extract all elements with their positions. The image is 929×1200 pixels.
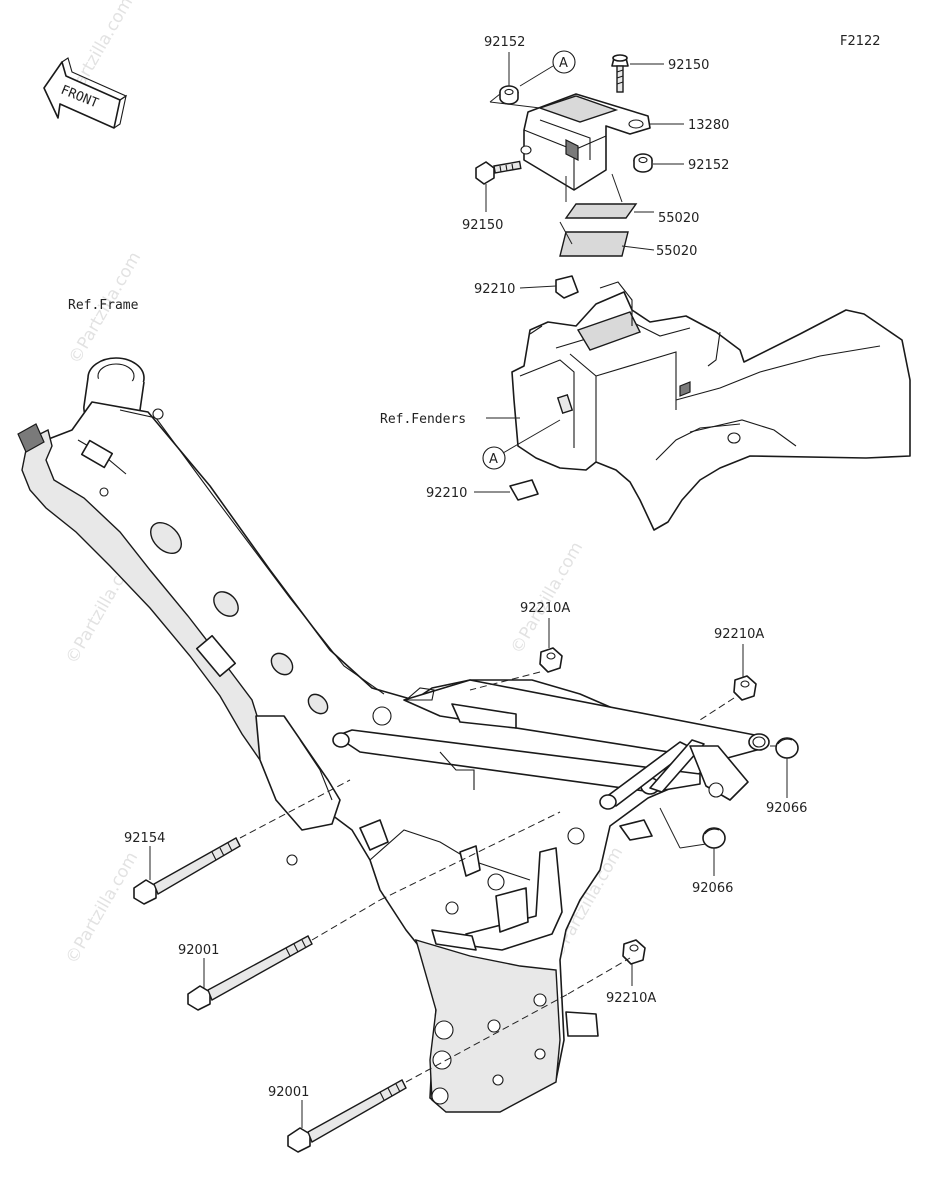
- main-frame-illustration: [17, 357, 770, 1113]
- part-label-92150-top: 92150: [668, 58, 709, 73]
- callout-circle-bottom: [482, 446, 506, 470]
- part-label-92066-2: 92066: [692, 881, 733, 896]
- part-label-92210A-3: 92210A: [606, 991, 656, 1006]
- part-label-92152-right: 92152: [688, 158, 729, 173]
- label-55020-a: [564, 203, 638, 219]
- figure-code: F2122: [840, 34, 881, 49]
- part-label-13280: 13280: [688, 118, 729, 133]
- callout-circle-top: [552, 50, 576, 74]
- part-label-92066-1: 92066: [766, 801, 807, 816]
- part-labels: 92152 92150 13280 92150 92152 55020 5502…: [68, 35, 807, 1100]
- cap-92066-1: [775, 737, 799, 759]
- part-label-92210-bottom: 92210: [426, 486, 467, 501]
- bolt-92154: [133, 837, 241, 905]
- part-label-92210-top: 92210: [474, 282, 515, 297]
- leader-lines: [149, 52, 788, 1128]
- collar-92152-right: [633, 153, 653, 173]
- part-label-92210A-2: 92210A: [714, 627, 764, 642]
- part-label-92210A-1: 92210A: [520, 601, 570, 616]
- callout-a-top: A: [559, 56, 568, 71]
- part-label-92154: 92154: [124, 831, 165, 846]
- battery-case-assembly: A A: [475, 50, 911, 531]
- bolt-92001-2: [287, 1079, 407, 1153]
- collar-92152-top: [499, 85, 519, 105]
- callout-a-bottom: A: [489, 452, 498, 467]
- part-label-92001-1: 92001: [178, 943, 219, 958]
- part-label-92001-2: 92001: [268, 1085, 309, 1100]
- watermark: ©Partzilla.com: [62, 849, 142, 968]
- clip-92210-top: [555, 275, 579, 299]
- nut-92210A-1: [539, 647, 563, 673]
- nut-92210A-3: [622, 939, 646, 965]
- part-label-55020-a: 55020: [658, 211, 699, 226]
- nut-92210A-2: [733, 675, 757, 701]
- front-direction-arrow: FRONT: [43, 57, 128, 129]
- watermark: ©Partzilla.com: [507, 539, 587, 658]
- alignment-lines: [239, 671, 776, 1083]
- label-55020-b: [559, 231, 629, 257]
- bolt-92001-1: [187, 935, 313, 1011]
- part-label-92152-top: 92152: [484, 35, 525, 50]
- ref-frame-label: Ref.Frame: [68, 298, 139, 313]
- bolt-92150-top: [611, 54, 629, 93]
- bracket-13280: [520, 93, 651, 191]
- fasteners-lower: [133, 647, 799, 1153]
- part-label-92150-left: 92150: [462, 218, 503, 233]
- part-label-55020-b: 55020: [656, 244, 697, 259]
- cap-92066-2: [702, 827, 726, 849]
- bolt-92150-left: [475, 160, 522, 185]
- ref-fenders-label: Ref.Fenders: [380, 412, 466, 427]
- clip-92210-bottom: [509, 479, 539, 501]
